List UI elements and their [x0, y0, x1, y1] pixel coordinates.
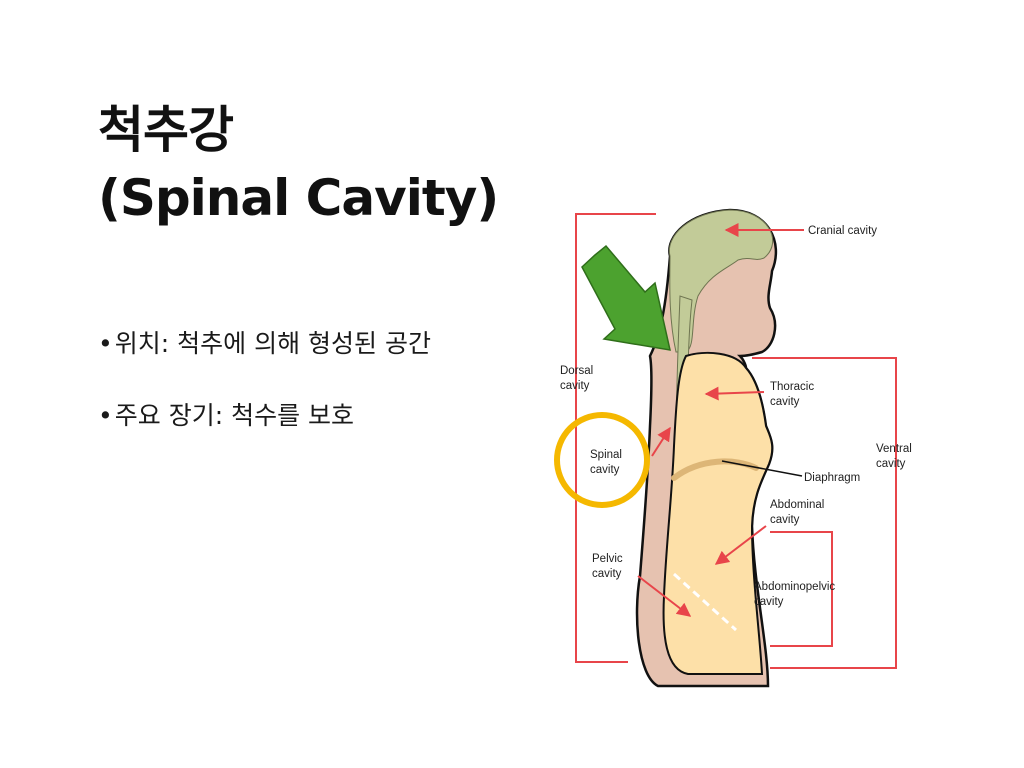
green-pointer-arrow	[581, 244, 671, 351]
highlight-circle	[554, 412, 650, 508]
bullet-dot: •	[98, 401, 113, 430]
bullet-list: •위치: 척추에 의해 형성된 공간 •주요 장기: 척수를 보호	[98, 322, 431, 466]
thoracic-arrow	[704, 386, 765, 401]
label-diaphragm: Diaphragm	[804, 472, 860, 484]
label-pelvic-line2: cavity	[592, 568, 622, 580]
abdominal-arrow	[714, 525, 767, 565]
bullet-dot: •	[98, 329, 113, 358]
title-english: (Spinal Cavity)	[98, 169, 499, 227]
label-spinal-line2: cavity	[590, 464, 620, 476]
label-abdominal-line1: Abdominal	[770, 499, 824, 511]
diaphragm-leader	[721, 460, 803, 477]
label-abdominopelvic-line2: cavity	[754, 596, 784, 608]
bullet-organs: •주요 장기: 척수를 보호	[98, 394, 431, 438]
label-pelvic-line1: Pelvic	[592, 553, 623, 565]
dorsal-bracket	[575, 213, 656, 663]
diaphragm-shape	[671, 458, 759, 481]
label-dorsal-line1: Dorsal	[560, 365, 593, 377]
label-ventral-line1: Ventral	[876, 443, 912, 455]
label-abdominopelvic-line1: Abdominopelvic	[754, 581, 835, 593]
cranial-cavity-shape	[668, 209, 774, 353]
bullet-organs-text: 주요 장기: 척수를 보호	[114, 401, 355, 430]
spinal-arrow	[651, 426, 671, 457]
bullet-location-text: 위치: 척추에 의해 형성된 공간	[114, 329, 431, 358]
body-cavities-diagram: Cranial cavity Dorsal cavity Spinal cavi…	[554, 208, 912, 688]
ventral-bracket	[752, 357, 897, 669]
label-dorsal-line2: cavity	[560, 380, 590, 392]
pelvic-arrow	[637, 575, 692, 617]
label-cranial-cavity: Cranial cavity	[808, 225, 877, 237]
label-thoracic-line2: cavity	[770, 396, 800, 408]
bullet-location: •위치: 척추에 의해 형성된 공간	[98, 322, 431, 366]
ventral-cavity-shape	[662, 351, 774, 675]
label-ventral-line2: cavity	[876, 458, 906, 470]
label-spinal-line1: Spinal	[590, 449, 622, 461]
abdominopelvic-divider	[672, 572, 738, 632]
abdominopelvic-bracket	[770, 531, 833, 647]
label-thoracic-line1: Thoracic	[770, 381, 814, 393]
label-abdominal-line2: cavity	[770, 514, 800, 526]
title-korean: 척추강	[98, 101, 234, 159]
slide-title: 척추강 (Spinal Cavity)	[98, 96, 499, 232]
